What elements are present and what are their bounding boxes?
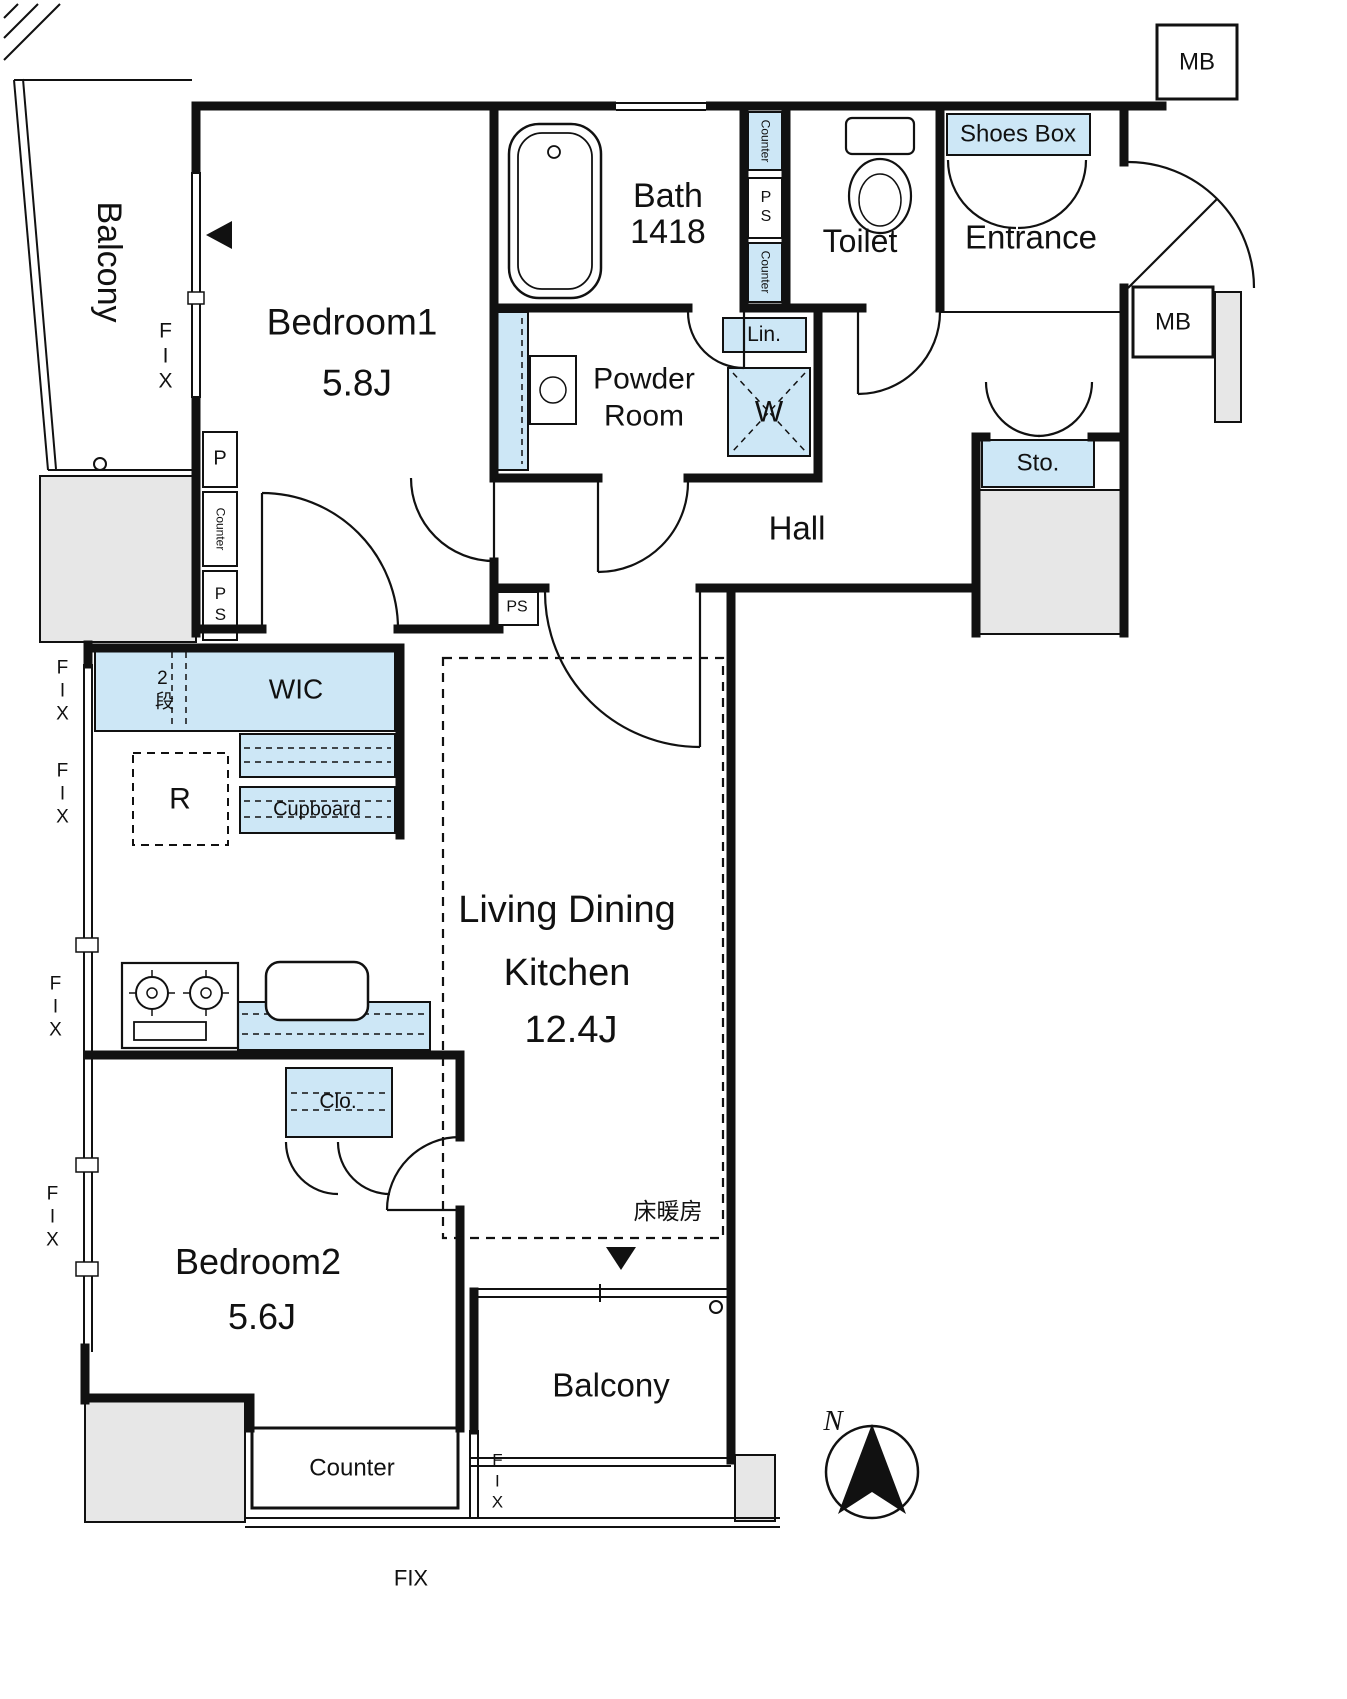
label-powder-1: Powder: [593, 362, 695, 396]
closet-cabinet: [285, 1067, 393, 1138]
label-ps-bath: PS: [757, 189, 775, 227]
label-ps-left: PS: [210, 584, 230, 626]
label-fix-balcony-v: FIX: [487, 1450, 507, 1514]
left-triangle-marker: [206, 221, 232, 249]
label-counter-bottom: Counter: [309, 1454, 395, 1482]
label-cupboard: Cupboard: [273, 798, 361, 821]
label-ldk-size: 12.4J: [524, 1009, 618, 1052]
label-closet: Clo.: [319, 1089, 357, 1113]
dashed-outlines: [132, 318, 806, 1240]
label-fix-bedroom1-window: FIX: [154, 319, 178, 395]
label-fix-3: FIX: [44, 973, 66, 1043]
label-counter-left: Counter: [213, 507, 228, 551]
label-bath-size: 1418: [630, 213, 706, 252]
mb-box-right: [1131, 285, 1215, 359]
label-wic-shelf: 2段: [151, 668, 173, 712]
label-counter-bath-upper: Counter: [758, 119, 773, 163]
label-counter-bath-lower: Counter: [758, 250, 773, 294]
counter-duct-upper: [747, 111, 783, 171]
label-p-duct: P: [213, 447, 227, 470]
label-fix-1: FIX: [51, 657, 73, 727]
label-shoes-box: Shoes Box: [959, 120, 1077, 148]
label-hall: Hall: [768, 509, 826, 547]
label-washer: W: [754, 395, 784, 429]
storage-cabinet: [981, 439, 1095, 488]
compass-icon: [824, 1424, 920, 1520]
label-linen: Lin.: [747, 322, 781, 346]
label-entrance: Entrance: [964, 218, 1098, 256]
window-ticks: [75, 291, 205, 1277]
window-markers: [206, 221, 636, 1270]
label-mb-right: MB: [1155, 308, 1191, 336]
label-bedroom2-size: 5.6J: [227, 1296, 297, 1338]
label-balcony-bottom: Balcony: [552, 1366, 670, 1404]
label-storage: Sto.: [1016, 449, 1060, 477]
linen-cabinet: [722, 317, 807, 353]
cupboard-cabinet: [239, 786, 396, 834]
door-arcs: [260, 159, 1256, 1212]
label-fix-4: FIX: [41, 1183, 63, 1253]
label-fix-2: FIX: [51, 760, 73, 830]
label-north: N: [823, 1404, 843, 1437]
label-bedroom1-size: 5.8J: [322, 362, 392, 404]
stove-icon: [120, 961, 240, 1050]
wic-area: [94, 647, 396, 732]
label-ldk-2: Kitchen: [503, 952, 631, 995]
label-bath: Bath: [633, 177, 703, 216]
p-duct: [202, 431, 238, 488]
label-fix-bottom: FIX: [393, 1565, 429, 1591]
refrigerator-space: [132, 752, 229, 846]
label-fridge: R: [169, 782, 191, 816]
label-bedroom2: Bedroom2: [174, 1241, 342, 1283]
label-floor-heating: 床暖房: [633, 1197, 703, 1224]
wic-shelf: [239, 733, 396, 778]
washbasin-icon: [529, 355, 577, 425]
shoes-box: [946, 113, 1091, 156]
label-balcony-top: Balcony: [89, 201, 128, 323]
counter-box: [250, 1426, 460, 1510]
label-powder-2: Room: [603, 399, 685, 433]
ldk-floor-heating-zone: [441, 656, 725, 1240]
label-mb-top: MB: [1179, 48, 1215, 76]
down-triangle-marker: [606, 1247, 636, 1270]
bathtub-icon: [507, 122, 603, 300]
thin-lines: [3, 3, 1124, 1528]
vanity-counter: [495, 311, 529, 471]
sink-icon: [264, 960, 370, 1022]
counter-duct-left: [202, 491, 238, 567]
label-toilet: Toilet: [822, 223, 898, 260]
mb-box-top: [1155, 23, 1239, 101]
label-ps-hall: PS: [506, 598, 528, 616]
fixture-fills: [94, 111, 1095, 1138]
label-wic: WIC: [268, 673, 324, 705]
label-ldk-1: Living Dining: [458, 889, 676, 932]
label-bedroom1: Bedroom1: [266, 301, 438, 343]
window-openings: [189, 99, 706, 396]
toilet-icon: [844, 116, 916, 235]
